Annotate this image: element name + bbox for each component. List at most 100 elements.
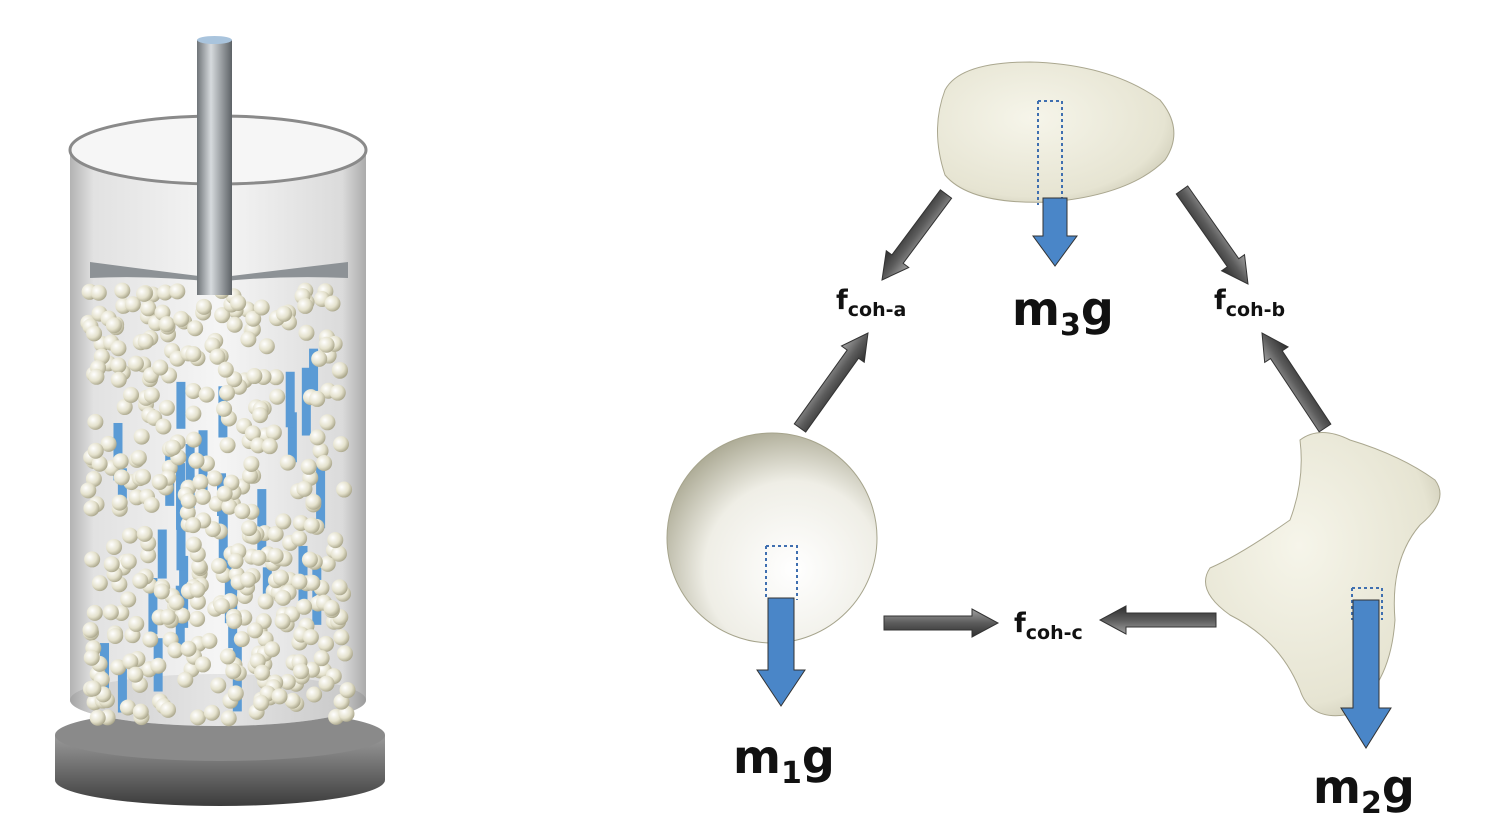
irregular-particle-2 bbox=[1205, 432, 1441, 717]
bed-particle bbox=[195, 298, 212, 315]
bed-particle bbox=[191, 558, 208, 575]
bed-particle bbox=[110, 659, 127, 676]
bed-particle bbox=[247, 622, 264, 639]
bed-particle bbox=[252, 407, 269, 424]
bed-particle bbox=[301, 551, 318, 568]
bed-particle bbox=[201, 632, 218, 649]
bed-particle bbox=[120, 591, 137, 608]
bed-particle bbox=[292, 663, 309, 680]
bed-particle bbox=[319, 414, 336, 431]
bed-particle bbox=[210, 557, 227, 574]
bed-particle bbox=[244, 425, 261, 442]
bed-particle bbox=[123, 386, 140, 403]
bed-particle bbox=[324, 295, 341, 312]
bed-particle bbox=[195, 656, 212, 673]
bed-particle bbox=[87, 442, 104, 459]
bed-particle bbox=[85, 680, 102, 697]
rod-particle bbox=[257, 489, 267, 561]
bed-particle bbox=[300, 458, 317, 475]
bed-particle bbox=[226, 613, 243, 630]
bed-particle bbox=[136, 525, 153, 542]
bed-particle bbox=[159, 608, 176, 625]
bed-particle bbox=[221, 498, 238, 515]
bed-particle bbox=[219, 648, 236, 665]
cohesion-arrow-1-to-c bbox=[883, 608, 1000, 638]
rod-particle bbox=[262, 567, 272, 605]
bed-particle bbox=[316, 455, 333, 472]
bed-particle bbox=[313, 650, 330, 667]
bed-particle bbox=[271, 688, 288, 705]
bed-particle bbox=[106, 538, 123, 555]
bed-particle bbox=[327, 532, 344, 549]
bed-particle bbox=[169, 283, 186, 300]
bed-particle bbox=[112, 453, 129, 470]
bed-particle bbox=[194, 488, 211, 505]
bed-particle bbox=[213, 597, 230, 614]
bed-particle bbox=[329, 384, 346, 401]
bed-particle bbox=[336, 645, 353, 662]
rod-particle bbox=[157, 529, 167, 579]
bed-particle bbox=[267, 369, 284, 386]
bed-particle bbox=[336, 481, 353, 498]
bed-particle bbox=[218, 384, 235, 401]
bed-particle bbox=[206, 470, 223, 487]
bed-particle bbox=[82, 622, 99, 639]
bed-particle bbox=[227, 685, 244, 702]
bed-particle bbox=[180, 492, 197, 509]
bed-particle bbox=[84, 551, 101, 568]
bed-particle bbox=[189, 709, 206, 726]
bed-particle bbox=[143, 387, 160, 404]
bed-particle bbox=[107, 628, 124, 645]
bed-particle bbox=[180, 640, 197, 657]
bed-particle bbox=[261, 438, 278, 455]
bed-particle bbox=[319, 555, 336, 572]
bed-particle bbox=[309, 429, 326, 446]
rod-particle bbox=[309, 348, 319, 399]
bed-particle bbox=[119, 699, 136, 716]
bed-particle bbox=[230, 294, 247, 311]
cohesion-arrow-1-to-a bbox=[793, 332, 869, 433]
bed-particle bbox=[267, 547, 284, 564]
bed-particle bbox=[136, 285, 153, 302]
bed-particle bbox=[203, 704, 220, 721]
gravity-arrow-m2g bbox=[1340, 599, 1392, 749]
bed-particle bbox=[339, 682, 356, 699]
bed-particle bbox=[275, 513, 292, 530]
bed-particle bbox=[243, 455, 260, 472]
bed-particle bbox=[276, 305, 293, 322]
label-m3g: m3g bbox=[1012, 282, 1114, 343]
bed-particle bbox=[114, 282, 131, 299]
rod-particle bbox=[285, 371, 295, 428]
bed-particle bbox=[274, 613, 291, 630]
bed-particle bbox=[241, 520, 258, 537]
mass-center-marker-1 bbox=[765, 545, 798, 600]
bed-particle bbox=[111, 494, 128, 511]
bed-particle bbox=[127, 666, 144, 683]
bed-particle bbox=[87, 413, 104, 430]
bed-particle bbox=[83, 649, 100, 666]
bed-particle bbox=[241, 467, 258, 484]
bed-particle bbox=[90, 284, 107, 301]
fluidized-bed-vessel bbox=[55, 36, 385, 806]
bed-particle bbox=[311, 350, 328, 367]
label-fcoh-b: fcoh-b bbox=[1214, 285, 1286, 321]
bed-particle bbox=[284, 692, 301, 709]
impeller-blade bbox=[90, 262, 348, 282]
cohesion-arrow-2-to-b bbox=[1261, 332, 1332, 433]
bed-particle bbox=[187, 320, 204, 337]
bed-particle bbox=[216, 400, 233, 417]
rod-particle bbox=[287, 412, 297, 463]
rod-particle bbox=[316, 464, 326, 529]
bed-particle bbox=[214, 307, 231, 324]
bed-particle bbox=[185, 346, 202, 363]
particle-bed bbox=[80, 282, 356, 727]
bed-particle bbox=[233, 631, 250, 648]
label-m1g: m1g bbox=[733, 730, 835, 791]
bed-particle bbox=[185, 382, 202, 399]
bed-particle bbox=[306, 686, 323, 703]
bed-particle bbox=[110, 340, 127, 357]
bed-particle bbox=[253, 694, 270, 711]
bed-particle bbox=[189, 593, 206, 610]
bed-particle bbox=[216, 485, 233, 502]
